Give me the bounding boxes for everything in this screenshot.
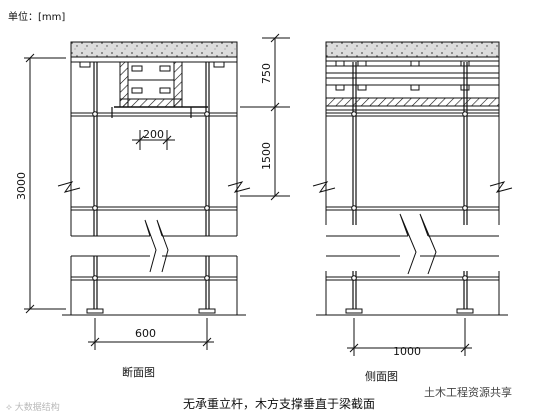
- dim-span-section-label: 600: [135, 327, 156, 340]
- watermark-right: 土木工程资源共享: [424, 386, 512, 399]
- dim-stand-spacing-label: 1500: [260, 142, 273, 170]
- dim-beam-width: [132, 130, 175, 150]
- section-view-title: 断面图: [122, 366, 155, 379]
- figure-caption: 无承重立杆，木方支撑垂直于梁截面: [182, 397, 375, 411]
- beam-formwork-section: [114, 56, 208, 108]
- section-view: [24, 41, 251, 350]
- slab-section: [70, 41, 238, 58]
- break-band-section: [68, 219, 240, 273]
- standards-side: [352, 62, 468, 313]
- ledgers-section: [71, 112, 237, 281]
- dim-beam-zone-label: 750: [260, 63, 273, 84]
- dim-vertical-side: [240, 33, 290, 201]
- side-view-title: 侧面图: [365, 370, 398, 383]
- dim-span-side: [347, 318, 472, 356]
- watermark-left: ⟡ 大数据结构: [6, 403, 60, 413]
- beam-bottom-side: [325, 97, 500, 107]
- dim-beam-width-label: 200: [143, 128, 164, 141]
- break-band-side: [322, 213, 502, 275]
- side-view: [240, 33, 513, 356]
- dim-height-total: [24, 53, 66, 314]
- dim-span-side-label: 1000: [393, 345, 421, 358]
- slab-side: [325, 41, 500, 58]
- dim-span-section: [88, 318, 214, 350]
- dim-height-total-label: 3000: [15, 172, 28, 200]
- unit-label: 单位：[mm]: [8, 12, 66, 23]
